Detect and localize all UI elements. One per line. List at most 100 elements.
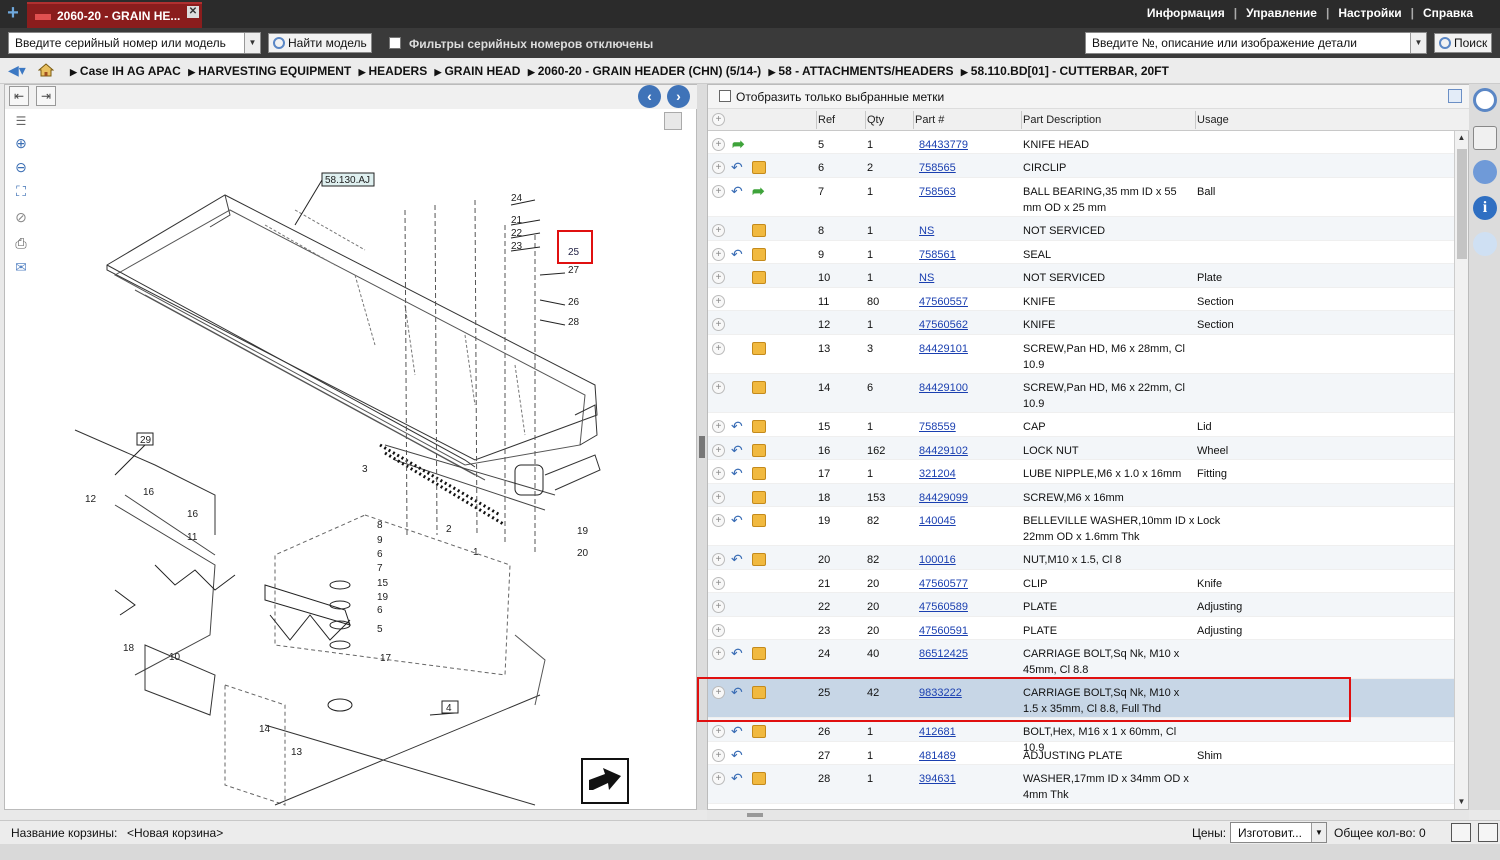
callout-label[interactable]: 14 bbox=[259, 724, 271, 735]
user-icon[interactable] bbox=[1473, 232, 1497, 256]
add-to-cart-icon[interactable]: + bbox=[712, 138, 725, 151]
scroll-thumb[interactable] bbox=[1457, 149, 1467, 259]
part-number-link[interactable]: 758559 bbox=[919, 421, 956, 433]
return-arrow-icon[interactable]: ↶ bbox=[731, 551, 743, 567]
part-number-link[interactable]: 47560562 bbox=[919, 319, 968, 331]
menu-help[interactable]: Справка bbox=[1423, 6, 1473, 20]
return-arrow-icon[interactable]: ↶ bbox=[731, 770, 743, 786]
return-arrow-icon[interactable]: ↶ bbox=[731, 684, 743, 700]
return-arrow-icon[interactable]: ↶ bbox=[731, 246, 743, 262]
breadcrumb-item[interactable]: 2060-20 - GRAIN HEADER (CHN) (5/14-) bbox=[537, 64, 762, 78]
package-icon[interactable] bbox=[752, 467, 766, 480]
return-arrow-icon[interactable]: ↶ bbox=[731, 465, 743, 481]
tab-close-icon[interactable]: ✕ bbox=[187, 6, 199, 18]
add-to-cart-icon[interactable]: + bbox=[712, 600, 725, 613]
serial-filter-checkbox[interactable] bbox=[389, 37, 401, 49]
package-icon[interactable] bbox=[752, 514, 766, 527]
part-number-link[interactable]: 758565 bbox=[919, 162, 956, 174]
part-number-link[interactable]: 100016 bbox=[919, 554, 956, 566]
part-number-link[interactable]: 84429100 bbox=[919, 382, 968, 394]
part-number-link[interactable]: 47560557 bbox=[919, 296, 968, 308]
breadcrumb-item[interactable]: GRAIN HEAD bbox=[444, 64, 521, 78]
part-number-link[interactable]: 84433779 bbox=[919, 139, 968, 151]
callout-label[interactable]: 2 bbox=[446, 524, 452, 535]
fit-view-icon[interactable]: ⛶ bbox=[16, 183, 26, 199]
add-to-cart-icon[interactable]: + bbox=[712, 248, 725, 261]
callout-label[interactable]: 9 bbox=[377, 535, 383, 546]
callout-label[interactable]: 20 bbox=[577, 548, 589, 559]
callout-label[interactable]: 16 bbox=[187, 509, 199, 520]
scroll-up-icon[interactable]: ▲ bbox=[1457, 133, 1466, 142]
add-all-icon[interactable]: + bbox=[712, 113, 725, 126]
add-to-cart-icon[interactable]: + bbox=[712, 624, 725, 637]
package-icon[interactable] bbox=[752, 725, 766, 738]
callout-box[interactable]: 29 bbox=[140, 435, 152, 446]
home-icon[interactable] bbox=[38, 63, 54, 77]
callout-label[interactable]: 8 bbox=[377, 520, 383, 531]
package-icon[interactable] bbox=[752, 444, 766, 457]
chevron-down-icon[interactable]: ▼ bbox=[1410, 33, 1426, 53]
col-usage[interactable]: Usage bbox=[1197, 114, 1229, 126]
return-arrow-icon[interactable]: ↶ bbox=[731, 159, 743, 175]
panel-resize-bar[interactable] bbox=[707, 810, 1469, 820]
callout-label[interactable]: 23 bbox=[511, 241, 523, 252]
part-number-link[interactable]: 47560591 bbox=[919, 625, 968, 637]
resize-grip[interactable] bbox=[747, 813, 763, 817]
callout-label[interactable]: 6 bbox=[377, 549, 383, 560]
callout-label[interactable]: 7 bbox=[377, 563, 383, 574]
package-icon[interactable] bbox=[752, 420, 766, 433]
add-to-cart-icon[interactable]: + bbox=[712, 381, 725, 394]
search-icon[interactable] bbox=[1473, 88, 1497, 112]
serial-model-input[interactable]: Введите серийный номер или модель ▼ bbox=[8, 32, 261, 54]
add-to-cart-icon[interactable]: + bbox=[712, 686, 725, 699]
part-number-link[interactable]: 321204 bbox=[919, 468, 956, 480]
callout-label[interactable]: 18 bbox=[123, 643, 135, 654]
callout-label[interactable]: 22 bbox=[511, 228, 523, 239]
add-to-cart-icon[interactable]: + bbox=[712, 342, 725, 355]
package-icon[interactable] bbox=[752, 491, 766, 504]
part-number-link[interactable]: NS bbox=[919, 272, 935, 284]
callout-label[interactable]: 16 bbox=[143, 487, 155, 498]
package-icon[interactable] bbox=[752, 686, 766, 699]
package-icon[interactable] bbox=[752, 772, 766, 785]
forward-arrow-icon[interactable]: ➦ bbox=[732, 136, 745, 153]
menu-manage[interactable]: Управление bbox=[1246, 6, 1317, 20]
package-icon[interactable] bbox=[752, 342, 766, 355]
col-qty[interactable]: Qty bbox=[867, 114, 885, 126]
return-arrow-icon[interactable]: ↶ bbox=[731, 418, 743, 434]
zoom-out-icon[interactable]: ⊖ bbox=[15, 159, 27, 175]
info-icon[interactable]: i bbox=[1473, 196, 1497, 220]
globe-icon[interactable] bbox=[1473, 160, 1497, 184]
new-tab-button[interactable]: + bbox=[7, 2, 19, 24]
callout-label[interactable]: 3 bbox=[362, 464, 368, 475]
col-part[interactable]: Part # bbox=[915, 114, 945, 126]
clear-hotspots-icon[interactable]: ⊘ bbox=[15, 209, 27, 225]
parts-list-icon[interactable] bbox=[1473, 126, 1497, 150]
add-to-cart-icon[interactable]: + bbox=[712, 749, 725, 762]
callout-label[interactable]: 5 bbox=[377, 624, 383, 635]
callout-label[interactable]: 13 bbox=[291, 747, 303, 758]
cart-name[interactable]: <Новая корзина> bbox=[127, 826, 224, 840]
chevron-down-icon[interactable]: ▼ bbox=[1311, 823, 1326, 842]
callout-label[interactable]: 26 bbox=[568, 297, 580, 308]
prev-drawing-button[interactable]: ‹ bbox=[638, 85, 661, 108]
back-arrow-icon[interactable]: ◀▾ bbox=[8, 62, 26, 78]
part-number-link[interactable]: 140045 bbox=[919, 515, 956, 527]
add-to-cart-icon[interactable]: + bbox=[712, 444, 725, 457]
scroll-down-icon[interactable]: ▼ bbox=[1457, 797, 1466, 806]
callout-label[interactable]: 15 bbox=[377, 578, 389, 589]
package-icon[interactable] bbox=[752, 553, 766, 566]
add-to-cart-icon[interactable]: + bbox=[712, 725, 725, 738]
part-number-link[interactable]: 412681 bbox=[919, 726, 956, 738]
